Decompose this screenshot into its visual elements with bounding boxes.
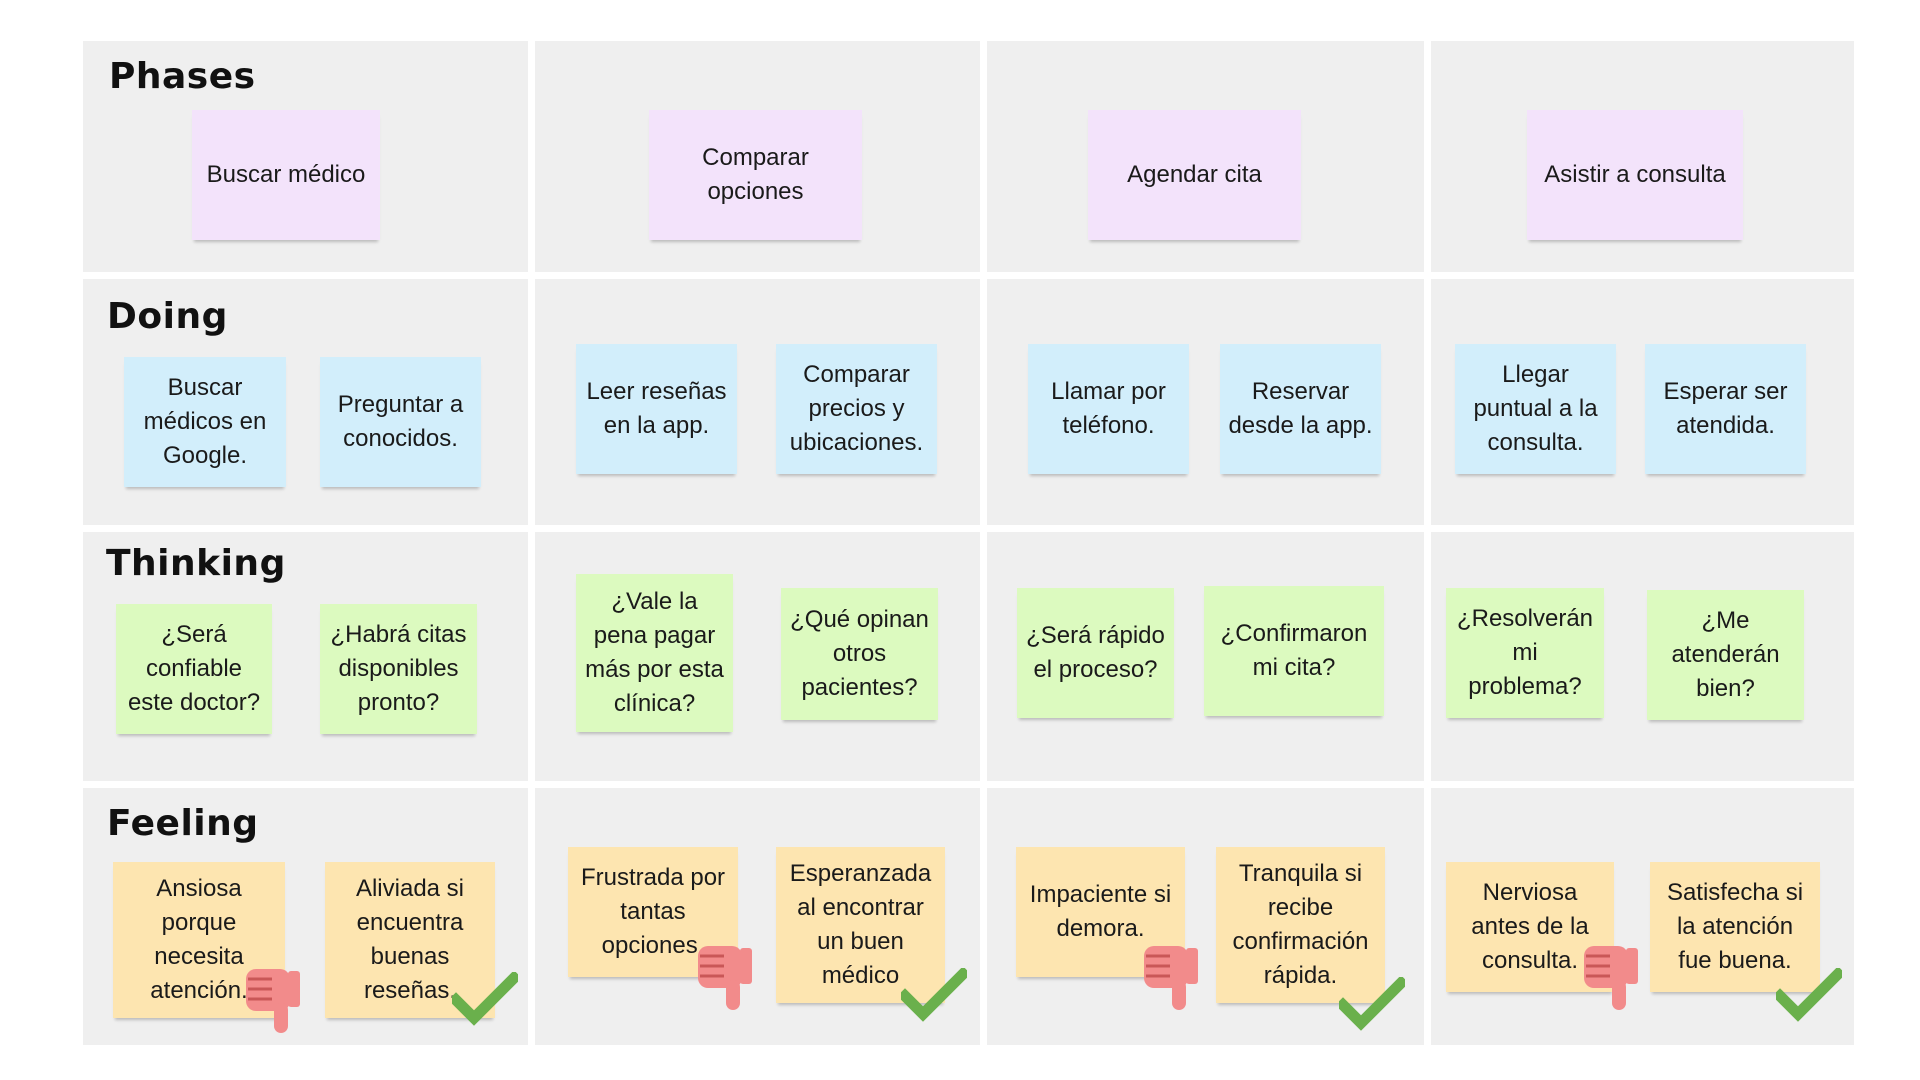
thinking-note[interactable]: ¿Qué opinan otros pacientes? (781, 588, 938, 720)
row-title-thinking: Thinking (106, 543, 286, 584)
checkmark-icon (1776, 968, 1842, 1022)
thinking-note[interactable]: ¿Será rápido el proceso? (1017, 588, 1174, 718)
thinking-note[interactable]: ¿Habrá citas disponibles pronto? (320, 604, 477, 734)
thinking-note[interactable]: ¿Resolverán mi problema? (1446, 588, 1604, 718)
phase-note[interactable]: Asistir a consulta (1527, 110, 1743, 240)
feeling-note[interactable]: Esperanzada al encontrar un buen médico (776, 847, 945, 1003)
thumbs-down-icon (246, 969, 300, 1033)
thinking-note[interactable]: ¿Vale la pena pagar más por esta clínica… (576, 574, 733, 732)
thumbs-down-icon (698, 946, 752, 1010)
doing-note[interactable]: Esperar ser atendida. (1645, 344, 1806, 474)
thinking-note[interactable]: ¿Confirmaron mi cita? (1204, 586, 1384, 716)
doing-note[interactable]: Comparar precios y ubicaciones. (776, 344, 937, 474)
doing-note[interactable]: Buscar médicos en Google. (124, 357, 286, 487)
thinking-note[interactable]: ¿Será confiable este doctor? (116, 604, 272, 734)
feeling-note[interactable]: Impaciente si demora. (1016, 847, 1185, 977)
phase-note[interactable]: Comparar opciones (649, 110, 862, 240)
feeling-note[interactable]: Tranquila si recibe confirmación rápida. (1216, 847, 1385, 1003)
phase-note[interactable]: Buscar médico (192, 110, 380, 240)
doing-note[interactable]: Llegar puntual a la consulta. (1455, 344, 1616, 474)
feeling-note[interactable]: Aliviada si encuentra buenas reseñas. (325, 862, 495, 1018)
doing-note[interactable]: Preguntar a conocidos. (320, 357, 481, 487)
checkmark-icon (452, 972, 518, 1026)
row-title-feeling: Feeling (107, 803, 259, 844)
feeling-note[interactable]: Satisfecha si la atención fue buena. (1650, 862, 1820, 992)
thinking-note[interactable]: ¿Me atenderán bien? (1647, 590, 1804, 720)
checkmark-icon (901, 968, 967, 1022)
doing-note[interactable]: Reservar desde la app. (1220, 344, 1381, 474)
thumbs-down-icon (1144, 946, 1198, 1010)
row-title-doing: Doing (107, 296, 228, 337)
phase-note[interactable]: Agendar cita (1088, 110, 1301, 240)
doing-note[interactable]: Llamar por teléfono. (1028, 344, 1189, 474)
checkmark-icon (1339, 977, 1405, 1031)
row-title-phases: Phases (109, 56, 256, 97)
doing-note[interactable]: Leer reseñas en la app. (576, 344, 737, 474)
thumbs-down-icon (1584, 946, 1638, 1010)
